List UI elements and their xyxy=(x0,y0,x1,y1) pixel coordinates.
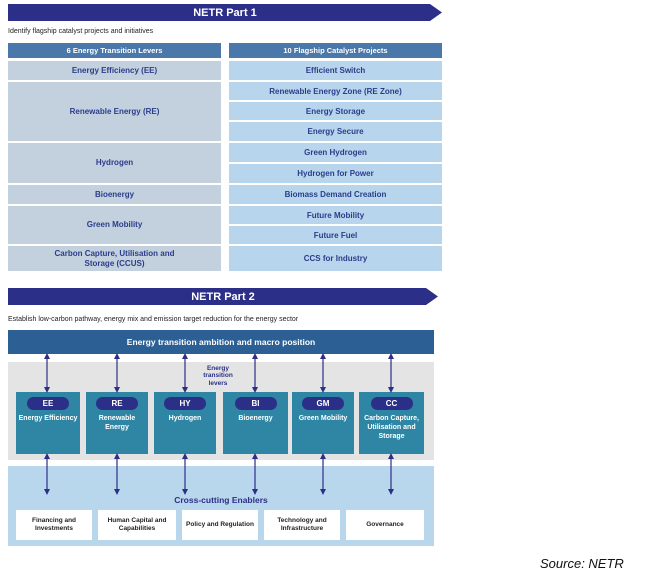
projects-column-header: 10 Flagship Catalyst Projects xyxy=(229,43,442,58)
lever-code-badge: CC xyxy=(370,397,413,410)
project-cell: Green Hydrogen xyxy=(229,143,442,162)
enabler-box: Policy and Regulation xyxy=(182,510,258,540)
lever-box-re: RE Renewable Energy xyxy=(86,392,148,454)
enabler-box: Technology and Infrastructure xyxy=(264,510,340,540)
lever-name: Energy Efficiency xyxy=(18,415,78,422)
part2-banner: NETR Part 2 xyxy=(8,288,438,305)
source-note: Source: NETR xyxy=(540,556,624,571)
ambition-bar: Energy transition ambition and macro pos… xyxy=(8,330,434,354)
lever-name: Carbon Capture, Utilisation and Storage xyxy=(364,415,419,440)
lever-box-bi: BI Bioenergy xyxy=(223,392,288,454)
enabler-box: Financing and Investments xyxy=(16,510,92,540)
enabler-box: Governance xyxy=(346,510,424,540)
project-cell: Renewable Energy Zone (RE Zone) xyxy=(229,82,442,100)
lever-box-hy: HY Hydrogen xyxy=(154,392,216,454)
lever-cell-ccus: Carbon Capture, Utilisation and Storage … xyxy=(8,246,221,271)
project-cell: Energy Storage xyxy=(229,102,442,120)
project-cell: Efficient Switch xyxy=(229,61,442,80)
part1-title: NETR Part 1 xyxy=(193,6,257,19)
lever-box-ee: EE Energy Efficiency xyxy=(16,392,80,454)
lever-name: Bioenergy xyxy=(238,415,273,422)
lever-code-badge: EE xyxy=(27,397,69,410)
lever-cell-ee: Energy Efficiency (EE) xyxy=(8,61,221,80)
project-cell: Energy Secure xyxy=(229,122,442,141)
project-cell: Future Mobility xyxy=(229,206,442,224)
project-cell: CCS for Industry xyxy=(229,246,442,271)
enabler-box: Human Capital and Capabilities xyxy=(98,510,176,540)
lever-box-cc: CC Carbon Capture, Utilisation and Stora… xyxy=(359,392,424,454)
lever-cell-re: Renewable Energy (RE) xyxy=(8,82,221,141)
lever-code-badge: HY xyxy=(164,397,206,410)
lever-code-badge: GM xyxy=(302,397,344,410)
lever-name: Green Mobility xyxy=(298,415,348,422)
levers-caption: Energy transition levers xyxy=(203,365,233,387)
part2-title: NETR Part 2 xyxy=(191,290,255,303)
part2-subtitle: Establish low-carbon pathway, energy mix… xyxy=(8,316,299,323)
project-cell: Hydrogen for Power xyxy=(229,164,442,183)
project-cell: Future Fuel xyxy=(229,226,442,244)
lever-name: Renewable Energy xyxy=(98,415,136,431)
lever-cell-hydrogen: Hydrogen xyxy=(8,143,221,183)
levers-column-header: 6 Energy Transition Levers xyxy=(8,43,221,58)
part1-banner: NETR Part 1 xyxy=(8,4,442,21)
part1-subtitle: Identify flagship catalyst projects and … xyxy=(8,28,154,35)
enablers-title: Cross-cutting Enablers xyxy=(174,495,268,505)
lever-box-gm: GM Green Mobility xyxy=(292,392,354,454)
lever-name: Hydrogen xyxy=(168,415,202,422)
lever-code-badge: BI xyxy=(234,397,277,410)
lever-cell-green-mobility: Green Mobility xyxy=(8,206,221,244)
lever-code-badge: RE xyxy=(96,397,138,410)
lever-cell-bioenergy: Bioenergy xyxy=(8,185,221,204)
project-cell: Biomass Demand Creation xyxy=(229,185,442,204)
